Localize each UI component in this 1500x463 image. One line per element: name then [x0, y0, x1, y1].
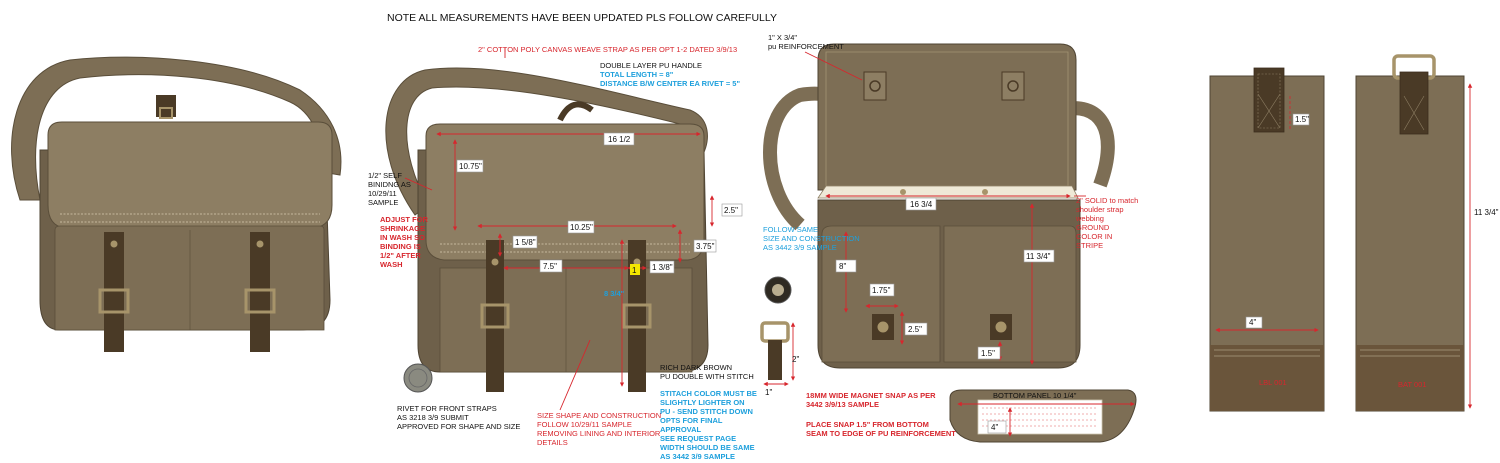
svg-text:18MM WIDE MAGNET SNAP AS PER: 18MM WIDE MAGNET SNAP AS PER: [806, 391, 936, 400]
svg-text:1/2" AFTER: 1/2" AFTER: [380, 251, 421, 260]
bag-front-plain: [11, 56, 342, 352]
svg-text:APPROVAL: APPROVAL: [660, 425, 702, 434]
reinforcement-label: pu REINFORCEMENT: [768, 42, 844, 51]
handle-distance: DISTANCE B/W CENTER EA RIVET = 5": [600, 79, 740, 88]
dim-flap-width: 10.25": [570, 223, 593, 232]
construction-note: SIZE SHAPE AND CONSTRUCTION FOLLOW 10/29…: [537, 411, 661, 447]
dim-side-height: 11 3/4": [1474, 208, 1499, 217]
svg-text:SEE REQUEST PAGE: SEE REQUEST PAGE: [660, 434, 736, 443]
dim-open-width: 16 3/4: [910, 200, 933, 209]
shrinkage-note: ADJUST FOR SHRINKAGE IN WASH SO BINDING …: [380, 215, 429, 269]
svg-text:10/29/11: 10/29/11: [368, 189, 397, 198]
dim-full-height: 11 3/4": [1026, 252, 1051, 261]
svg-text:SIZE AND CONSTRUCTION: SIZE AND CONSTRUCTION: [763, 234, 860, 243]
svg-text:FOLLOW SAME: FOLLOW SAME: [763, 225, 818, 234]
handle-length: TOTAL LENGTH = 8": [600, 70, 674, 79]
dim-buckle-height: 2": [792, 355, 799, 364]
svg-text:COLOR IN: COLOR IN: [1076, 232, 1112, 241]
dim-snap-width: 1.75": [872, 286, 891, 295]
view2-labels: 2" COTTON POLY CANVAS WEAVE STRAP AS PER…: [368, 45, 757, 461]
svg-text:SIZE SHAPE AND CONSTRUCTION: SIZE SHAPE AND CONSTRUCTION: [537, 411, 661, 420]
svg-text:2" SOLID to match: 2" SOLID to match: [1076, 196, 1138, 205]
svg-text:OPTS FOR FINAL: OPTS FOR FINAL: [660, 416, 723, 425]
dim-snap-height: 2.5": [908, 325, 922, 334]
label-bat: BAT 001: [1398, 380, 1427, 389]
binding-note: 1/2" SELF BINIDNG AS 10/29/11 SAMPLE: [368, 171, 411, 207]
svg-text:webbing: webbing: [1075, 214, 1104, 223]
dim-strap-width: 1 3/8": [652, 263, 673, 272]
svg-text:GROUND: GROUND: [1076, 223, 1110, 232]
svg-text:SEAM TO EDGE OF PU REINFORCEME: SEAM TO EDGE OF PU REINFORCEMENT: [806, 429, 956, 438]
svg-text:BINIDNG AS: BINIDNG AS: [368, 180, 411, 189]
dim-buckle-width: 1": [765, 388, 772, 397]
svg-text:WIDTH SHOULD BE SAME: WIDTH SHOULD BE SAME: [660, 443, 755, 452]
svg-text:IN WASH SO: IN WASH SO: [380, 233, 425, 242]
svg-text:WASH: WASH: [380, 260, 403, 269]
dim-tab-height: 1.5": [1295, 115, 1309, 124]
dim-top-width: 16 1/2: [608, 135, 631, 144]
svg-text:1/2" SELF: 1/2" SELF: [368, 171, 402, 180]
strap-note: 2" COTTON POLY CANVAS WEAVE STRAP AS PER…: [478, 45, 737, 54]
rivet-note: RIVET FOR FRONT STRAPS AS 3218 3/9 SUBMI…: [397, 404, 520, 431]
svg-text:STRIPE: STRIPE: [1076, 241, 1103, 250]
svg-text:DETAILS: DETAILS: [537, 438, 568, 447]
dim-front-height: 8": [839, 262, 846, 271]
svg-text:RIVET FOR FRONT STRAPS: RIVET FOR FRONT STRAPS: [397, 404, 497, 413]
svg-text:STITACH COLOR MUST BE: STITACH COLOR MUST BE: [660, 389, 757, 398]
header-note: NOTE ALL MEASUREMENTS HAVE BEEN UPDATED …: [387, 12, 777, 24]
svg-text:PU - SEND STITCH DOWN: PU - SEND STITCH DOWN: [660, 407, 753, 416]
svg-text:AS 3442 3/9 SAMPLE: AS 3442 3/9 SAMPLE: [660, 452, 735, 461]
magnet-snap-note: 18MM WIDE MAGNET SNAP AS PER 3442 3/9/13…: [806, 391, 936, 409]
dim-strap-number: 1: [632, 266, 637, 275]
svg-text:PLACE SNAP 1.5" FROM BOTTOM: PLACE SNAP 1.5" FROM BOTTOM: [806, 420, 929, 429]
dim-side-gap: 2.5": [724, 206, 738, 215]
svg-text:AS 3218 3/9 SUBMIT: AS 3218 3/9 SUBMIT: [397, 413, 469, 422]
bottom-panel-label: BOTTOM PANEL 10 1/4": [993, 391, 1077, 400]
dim-strap-spacing: 7.5": [543, 262, 557, 271]
label-lbl: LBL 001: [1259, 378, 1287, 387]
dim-total-height: 8 3/4": [604, 289, 625, 298]
svg-text:FOLLOW 10/29/11 SAMPLE: FOLLOW 10/29/11 SAMPLE: [537, 420, 632, 429]
bag-front-annotated: [385, 48, 715, 411]
dim-strap-offset: 1 5/8": [515, 238, 536, 247]
svg-text:SHRINKAGE: SHRINKAGE: [380, 224, 425, 233]
dim-snap-offset: 1.5": [981, 349, 995, 358]
svg-text:SLIGHTLY LIGHTER ON: SLIGHTLY LIGHTER ON: [660, 398, 745, 407]
solid-webbing-note: 2" SOLID to match shoulder strap webbing…: [1075, 196, 1138, 250]
snap-placement-note: PLACE SNAP 1.5" FROM BOTTOM SEAM TO EDGE…: [806, 420, 956, 438]
dim-bottom-depth: 4": [991, 423, 998, 432]
view4-labels: 1.5" 4" 11 3/4" LBL 001 BAT 001: [1245, 113, 1499, 389]
bag-open-view: [760, 43, 1137, 443]
svg-text:BINDING IS: BINDING IS: [380, 242, 421, 251]
leather-note: RICH DARK BROWN PU DOUBLE WITH STITCH: [660, 363, 754, 381]
svg-text:AS 3442 3/9 SAMPLE: AS 3442 3/9 SAMPLE: [763, 243, 837, 252]
dim-flap-height: 10.75": [459, 162, 482, 171]
reinforcement-size: 1" X 3/4": [768, 33, 797, 42]
svg-text:shoulder strap: shoulder strap: [1076, 205, 1124, 214]
stitch-color-note: STITACH COLOR MUST BE SLIGHTLY LIGHTER O…: [660, 389, 757, 461]
svg-text:ADJUST FOR: ADJUST FOR: [380, 215, 429, 224]
side-panel-back: [1355, 54, 1473, 412]
svg-text:SAMPLE: SAMPLE: [368, 198, 398, 207]
svg-text:RICH DARK BROWN: RICH DARK BROWN: [660, 363, 732, 372]
handle-title: DOUBLE LAYER PU HANDLE: [600, 61, 702, 70]
follow-note: FOLLOW SAME SIZE AND CONSTRUCTION AS 344…: [763, 225, 860, 252]
dim-side-width: 4": [1249, 318, 1256, 327]
side-panel-front: [1209, 67, 1325, 412]
svg-text:REMOVING LINING AND INTERIOR: REMOVING LINING AND INTERIOR: [537, 429, 661, 438]
view3-labels: 1" X 3/4" pu REINFORCEMENT FOLLOW SAME S…: [763, 33, 1138, 438]
svg-text:3442 3/9/13 SAMPLE: 3442 3/9/13 SAMPLE: [806, 400, 879, 409]
dim-strap-length: 3.75": [696, 242, 715, 251]
svg-text:APPROVED FOR SHAPE AND SIZE: APPROVED FOR SHAPE AND SIZE: [397, 422, 520, 431]
svg-text:PU DOUBLE WITH STITCH: PU DOUBLE WITH STITCH: [660, 372, 754, 381]
